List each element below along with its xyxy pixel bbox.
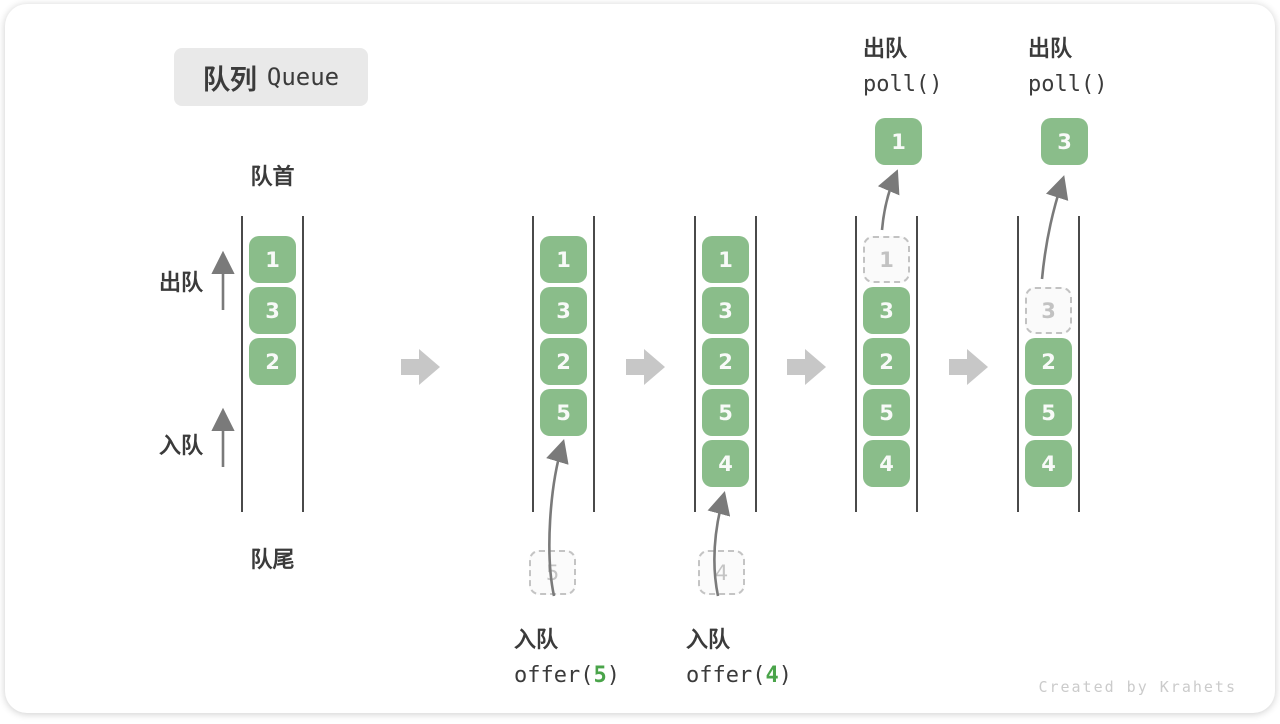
queue-rail — [855, 216, 857, 512]
queue-rail — [593, 216, 595, 512]
queue-item-removed: 3 — [1025, 287, 1072, 334]
queue-item: 1 — [249, 236, 296, 283]
label-enqueue-bottom-2: 入队 — [686, 628, 731, 653]
queue-item: 5 — [702, 389, 749, 436]
poll-group-1: 出队 poll() 1 — [863, 31, 943, 165]
queue-rail — [916, 216, 918, 512]
staged-item-4: 4 — [698, 550, 745, 595]
queue-item-removed: 1 — [863, 236, 910, 283]
queue-item: 5 — [863, 389, 910, 436]
polled-item-3: 3 — [1041, 118, 1088, 165]
queue-item: 4 — [702, 440, 749, 487]
title-zh: 队列 — [202, 64, 257, 96]
queue-rail — [532, 216, 534, 512]
queue-rail — [694, 216, 696, 512]
staged-item-5: 5 — [529, 550, 576, 595]
queue-rail — [1017, 216, 1019, 512]
offer-group-1: 入队 offer(5) — [514, 622, 620, 688]
queue-item: 2 — [540, 338, 587, 385]
offer-group-2: 入队 offer(4) — [686, 622, 792, 688]
label-dequeue-top-1: 出队 — [863, 37, 908, 62]
queue-item: 4 — [1025, 440, 1072, 487]
offer-arg: 4 — [765, 663, 779, 688]
queue-item: 3 — [863, 287, 910, 334]
offer-arg: 5 — [593, 663, 607, 688]
label-dequeue-top-2: 出队 — [1028, 37, 1073, 62]
watermark: Created by Krahets — [1038, 678, 1237, 696]
queue-item: 5 — [540, 389, 587, 436]
offer-code-prefix: offer( — [686, 663, 766, 688]
queue-item: 3 — [702, 287, 749, 334]
poll-group-2: 出队 poll() 3 — [1028, 31, 1108, 165]
step-arrow-1 — [401, 349, 440, 385]
queue-item: 2 — [863, 338, 910, 385]
offer-code-suffix: ) — [606, 663, 620, 688]
offer-code-2: offer(4) — [686, 663, 792, 688]
step-arrow-2 — [626, 349, 665, 385]
label-dequeue-side: 出队 — [159, 271, 204, 296]
queue-item: 4 — [863, 440, 910, 487]
queue-rail — [755, 216, 757, 512]
queue-item: 1 — [540, 236, 587, 283]
label-queue-rear: 队尾 — [250, 548, 295, 573]
step-arrow-4 — [949, 349, 988, 385]
offer-code-prefix: offer( — [514, 663, 594, 688]
step-arrow-3 — [787, 349, 826, 385]
queue-rail — [241, 216, 243, 512]
queue-item: 3 — [249, 287, 296, 334]
queue-item: 2 — [249, 338, 296, 385]
queue-item: 3 — [540, 287, 587, 334]
queue-item: 5 — [1025, 389, 1072, 436]
label-queue-front: 队首 — [250, 165, 295, 190]
queue-item: 2 — [702, 338, 749, 385]
label-enqueue-bottom-1: 入队 — [514, 628, 559, 653]
poll-code-2: poll() — [1028, 72, 1108, 97]
arrows-overlay — [211, 169, 1069, 597]
label-enqueue-side: 入队 — [159, 434, 204, 459]
title-en: Queue — [266, 63, 340, 91]
title-box: 队列 Queue — [174, 48, 368, 106]
polled-item-1: 1 — [875, 118, 922, 165]
queue-item: 1 — [702, 236, 749, 283]
offer-code-1: offer(5) — [514, 663, 620, 688]
queue-rail — [302, 216, 304, 512]
offer-code-suffix: ) — [778, 663, 792, 688]
poll-code-1: poll() — [863, 72, 943, 97]
queue-item: 2 — [1025, 338, 1072, 385]
queue-rail — [1078, 216, 1080, 512]
